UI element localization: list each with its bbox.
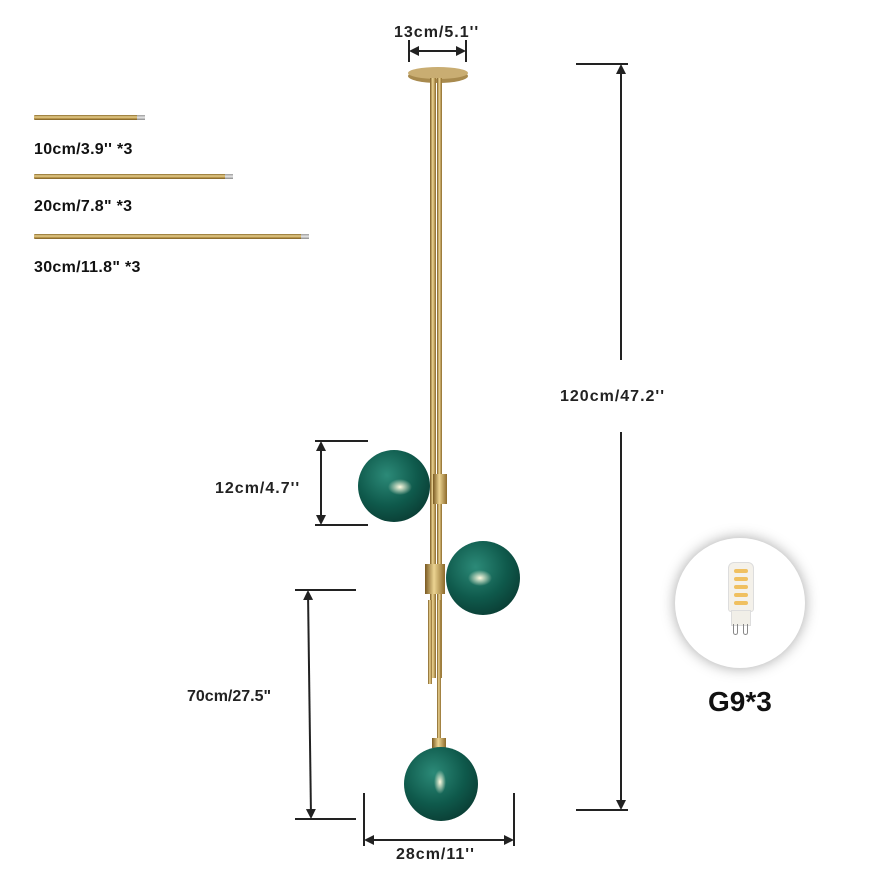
total-width-label: 28cm/11'' [396,846,475,863]
rod-30cm [34,234,309,239]
rod-10cm-label: 10cm/3.9'' *3 [34,141,133,158]
dim-lower-drop [295,589,356,820]
dim-total-height [576,63,628,811]
collar-middle [425,564,445,594]
main-stem [428,78,442,740]
dim-canopy-width [408,40,467,62]
rod-20cm [34,174,233,179]
rod-10cm [34,115,145,120]
bulb-label: G9*3 [708,686,772,717]
total-height-label: 120cm/47.2'' [560,388,666,405]
ceiling-canopy [408,67,468,83]
collar-lower [432,738,446,748]
globe-diameter-label: 12cm/4.7'' [215,480,301,497]
lower-drop-label: 70cm/27.5" [187,688,272,705]
rod-20cm-label: 20cm/7.8" *3 [34,198,133,215]
globe-lower [404,747,478,821]
g9-bulb-icon [728,562,754,635]
canopy-width-label: 13cm/5.1'' [394,24,480,41]
rod-30cm-label: 30cm/11.8" *3 [34,259,141,276]
collar-upper [433,474,447,504]
globe-middle [446,541,520,615]
globe-upper [358,450,430,522]
dim-total-width [363,793,515,846]
bulb-badge [675,538,805,668]
dim-globe-diameter [315,440,368,526]
